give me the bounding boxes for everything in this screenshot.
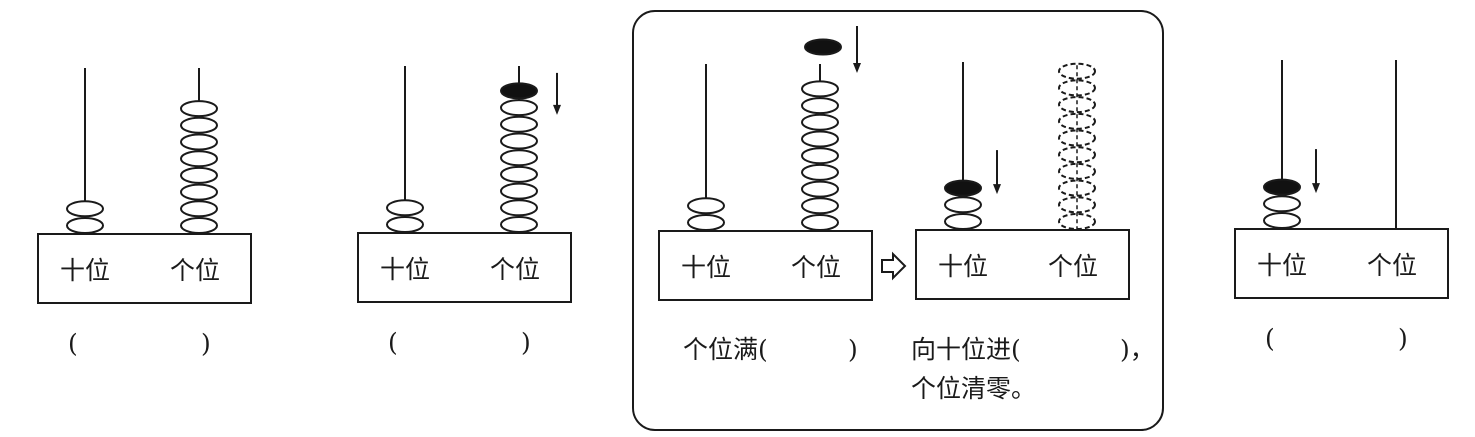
tens-bead (944, 196, 982, 214)
incoming-ones-bead (804, 38, 842, 56)
tens-bead (1263, 212, 1301, 229)
tens-label: 十位 (1257, 251, 1307, 280)
ones-bead (801, 163, 839, 181)
answer-blank-close[interactable]: ) (1398, 324, 1408, 353)
ones-bead (801, 197, 839, 215)
ones-label: 个位 (1048, 252, 1098, 281)
abacus-5: 十位 个位 () (1234, 60, 1449, 353)
ones-bead (180, 116, 218, 134)
ones-bead (801, 80, 839, 98)
tens-bead (386, 199, 424, 217)
ones-bead (801, 180, 839, 198)
carry-to-tens-text: 向十位进( (911, 335, 1021, 364)
down-arrow-icon (993, 150, 1001, 195)
answer-blank-open[interactable]: ( (1265, 324, 1275, 353)
carry-to-tens-close: )， (1120, 335, 1155, 364)
tens-bead (1263, 195, 1301, 213)
ones-bead (180, 166, 218, 184)
ones-bead (500, 216, 538, 233)
ones-bead (801, 130, 839, 148)
ones-bead (180, 150, 218, 168)
ones-bead (500, 132, 538, 150)
ones-bead (801, 97, 839, 115)
ones-bead (500, 199, 538, 217)
tens-bead (66, 200, 104, 218)
ones-bead (801, 147, 839, 165)
ones-bead (180, 133, 218, 151)
ones-label: 个位 (1367, 251, 1417, 280)
cleared-ones-bead (1058, 62, 1096, 80)
tens-label: 十位 (380, 255, 430, 284)
place-value-base (37, 233, 252, 304)
abacus-2: 十位 个位 () (357, 66, 572, 357)
abacus-3: 十位 个位 (658, 26, 873, 301)
place-value-base (357, 232, 572, 303)
answer-blank-open[interactable]: ( (388, 328, 398, 357)
down-arrow-icon (553, 72, 561, 115)
ones-label: 个位 (791, 253, 841, 282)
ones-full-text: 个位满( (683, 335, 768, 364)
answer-blank-close[interactable]: ) (521, 328, 531, 357)
down-arrow-icon (1312, 149, 1320, 194)
answer-blank-close[interactable]: ) (201, 329, 211, 358)
answer-blank-open[interactable]: ( (68, 329, 78, 358)
place-value-base (1234, 228, 1449, 299)
place-value-base (915, 229, 1130, 300)
carry-process-frame (632, 10, 1164, 431)
cleared-ones-bead (1058, 146, 1096, 164)
moving-tens-bead (1263, 178, 1301, 196)
tens-bead (687, 214, 725, 231)
ones-bead (500, 99, 538, 117)
ones-reset-text: 个位清零。 (911, 374, 1036, 403)
moving-ones-bead (500, 82, 538, 100)
down-arrow-icon (853, 26, 861, 73)
abacus-1: 十位 个位 () (37, 68, 252, 358)
tens-bead (66, 217, 104, 234)
ones-bead (180, 217, 218, 234)
ones-bead (500, 149, 538, 167)
transition-arrow-icon (881, 251, 907, 281)
ones-label: 个位 (490, 255, 540, 284)
ones-label: 个位 (170, 256, 220, 285)
ones-bead (801, 214, 839, 231)
ones-bead (500, 165, 538, 183)
tens-bead (944, 213, 982, 230)
tens-label: 十位 (60, 256, 110, 285)
moving-tens-bead (944, 179, 982, 197)
tens-label: 十位 (938, 252, 988, 281)
tens-label: 十位 (681, 253, 731, 282)
ones-bead (500, 115, 538, 133)
ones-bead (801, 113, 839, 131)
tens-bead (687, 197, 725, 215)
ones-bead (180, 100, 218, 118)
cleared-ones-bead (1058, 96, 1096, 114)
abacus-4: 十位 个位 (915, 62, 1130, 300)
ones-bead (180, 200, 218, 218)
ones-bead (500, 182, 538, 200)
ones-full-close: ) (848, 335, 858, 364)
tens-bead (386, 216, 424, 233)
ones-bead (180, 183, 218, 201)
place-value-base (658, 230, 873, 301)
